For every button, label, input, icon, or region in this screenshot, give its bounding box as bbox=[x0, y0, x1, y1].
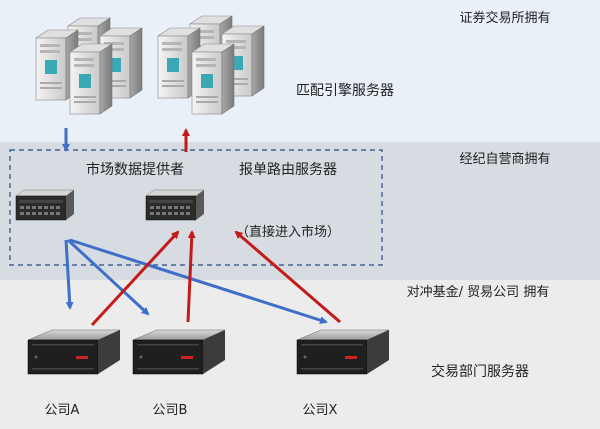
company-a-label: 公司A bbox=[45, 403, 80, 418]
arrow-company-b-to-router bbox=[186, 230, 196, 323]
order-router-label: 报单路由服务器 bbox=[239, 162, 337, 178]
arrow-company-a-to-router bbox=[90, 230, 180, 327]
company-x-server bbox=[296, 329, 390, 375]
zone-broker-label: 经纪自营商拥有 bbox=[459, 152, 550, 167]
direct-access-label: （直接进入市场） bbox=[236, 224, 340, 240]
matching-engine-label: 匹配引擎服务器 bbox=[296, 83, 394, 99]
trading-servers-label: 交易部门服务器 bbox=[431, 363, 529, 380]
company-b-label: 公司B bbox=[153, 403, 188, 418]
company-a-server bbox=[27, 329, 121, 375]
company-x-label: 公司X bbox=[303, 403, 338, 418]
company-b-server bbox=[132, 329, 226, 375]
arrow-data-to-company-x bbox=[69, 238, 328, 324]
zone-exchange-label: 证券交易所拥有 bbox=[459, 10, 550, 26]
arrow-data-to-company-b bbox=[66, 238, 150, 316]
zone-broker bbox=[0, 142, 600, 280]
order-router-server bbox=[145, 189, 205, 221]
zone-fund-label: 对冲基金/ 贸易公司 拥有 bbox=[407, 284, 550, 300]
arrow-data-to-company-a bbox=[64, 239, 74, 310]
market-data-label: 市场数据提供者 bbox=[86, 161, 184, 178]
arrow-company-x-direct-access bbox=[234, 230, 341, 324]
market-data-server bbox=[15, 189, 75, 221]
